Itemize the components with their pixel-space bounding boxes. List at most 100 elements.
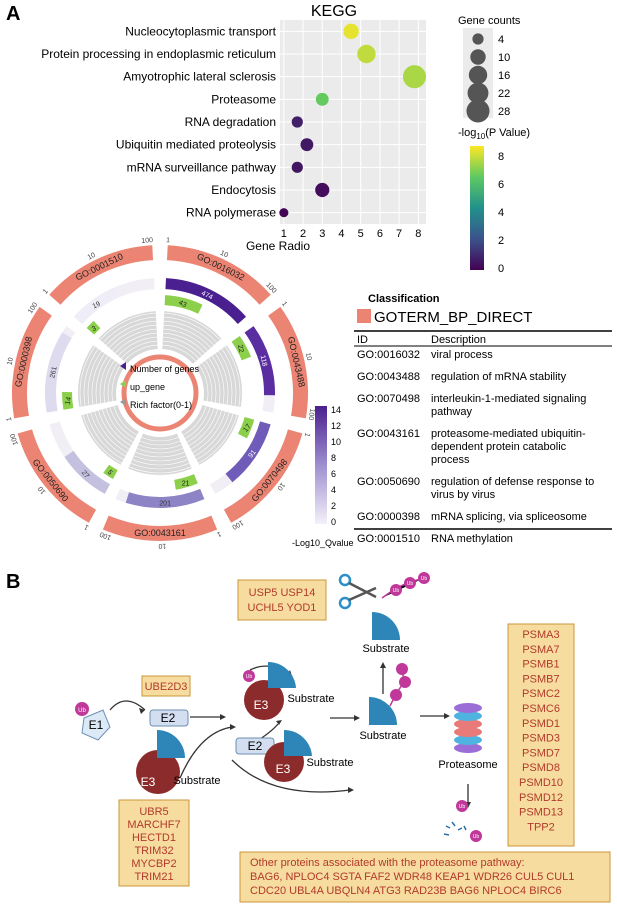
other-proteins-line-1: BAG6, NPLOC4 SGTA FAF2 WDR48 KEAP1 WDR26… — [250, 871, 574, 883]
circos-up-gene-value: 5 — [106, 469, 114, 476]
circos-go-sector — [11, 306, 52, 419]
svg-text:Ub: Ub — [78, 708, 86, 714]
circos-rich-factor-track — [81, 405, 139, 465]
arrow-bottom-sweep — [231, 759, 351, 793]
kegg-bubble — [300, 138, 314, 152]
go-row-id: GO:0043161 — [357, 428, 420, 440]
ub-icon — [470, 830, 482, 842]
circos-rich-factor-track — [181, 405, 239, 465]
go-row-description: interleukin-1-mediated signaling — [431, 393, 586, 405]
size-legend-label: 22 — [498, 88, 510, 100]
size-legend-dot — [470, 49, 486, 65]
proteasome-gene: PSMD7 — [522, 747, 560, 759]
circos-scale-label: 1 — [42, 288, 50, 296]
released-substrate-shape — [372, 612, 400, 640]
circos-genes-bar — [44, 332, 72, 413]
kegg-x-tick: 1 — [281, 228, 287, 240]
circos-scale-label: 10 — [219, 250, 229, 260]
table-header-id: ID — [357, 334, 368, 346]
go-row-id: GO:0043488 — [357, 371, 420, 383]
circos-genes-bar — [125, 488, 205, 508]
qvalue-tick: 12 — [331, 421, 341, 431]
circos-scale-label: 100 — [10, 433, 20, 446]
svg-text:-log10(P Value): -log10(P Value) — [458, 127, 530, 141]
ubiquitinated-substrate: Substrate — [359, 663, 411, 742]
substrate-shape — [268, 661, 296, 688]
proteasome-gene: PSMA3 — [522, 629, 559, 641]
circos-genes-value: 91 — [247, 449, 257, 460]
circos-genes-value: 201 — [159, 500, 171, 507]
proteasome-icon: Proteasome — [438, 703, 498, 771]
color-legend-title: -log — [458, 127, 476, 139]
qvalue-tick: 10 — [331, 437, 341, 447]
circos-inner-ring — [121, 354, 199, 432]
qvalue-tick: 2 — [331, 501, 336, 511]
e3-label: E3 — [141, 775, 156, 789]
proteasome-gene: PSMC6 — [522, 703, 560, 715]
kegg-x-tick: 4 — [338, 228, 344, 240]
dub-gene-box: USP5 USP14 UCHL5 YOD1 — [237, 579, 327, 621]
proteasome-gene: PSMD13 — [519, 807, 563, 819]
kegg-bubble — [315, 92, 329, 106]
e2-e3-substrate-complex: E2 E3 Substrate — [235, 729, 354, 782]
qvalue-tick: 4 — [331, 485, 336, 495]
substrate-shape — [157, 730, 185, 758]
category-swatch — [357, 309, 371, 323]
circos-scale-label: 10 — [87, 252, 97, 262]
circos-up-gene-bar — [237, 417, 255, 439]
kegg-pathway-label: Endocytosis — [211, 183, 276, 197]
other-proteins-box: Other proteins associated with the prote… — [239, 851, 611, 903]
size-legend-label: 10 — [498, 52, 510, 64]
go-row-description: proteasome-mediated ubiquitin- — [431, 428, 586, 440]
kegg-bubble-chart: KEGG Nucleocytoplasmic transportProtein … — [41, 3, 426, 253]
kegg-bubble — [343, 23, 359, 40]
circos-genes-bar — [64, 450, 111, 494]
svg-text:Ub: Ub — [473, 834, 480, 840]
arrow-e1-e2 — [109, 700, 146, 711]
size-legend-label: 28 — [498, 106, 510, 118]
kegg-pathway-label: mRNA surveillance pathway — [127, 160, 276, 174]
ub-icon — [418, 572, 430, 584]
e2-shape — [149, 709, 189, 727]
qvalue-colorbar — [315, 406, 327, 524]
color-legend-title2: (P Value) — [485, 127, 530, 139]
go-row-id: GO:0001510 — [357, 533, 420, 545]
size-legend-label: 16 — [498, 70, 510, 82]
circos-genes-value: 19 — [92, 301, 102, 311]
proteasome-gene: PSMD8 — [522, 762, 560, 774]
circos-scale-label: 1 — [216, 530, 222, 538]
circos-up-gene-value: 3 — [91, 325, 98, 333]
go-table: Classification GOTERM_BP_DIRECT ID Descr… — [354, 293, 612, 545]
ube2d3-gene: UBE2D3 — [145, 681, 188, 693]
proteasome-gene: PSMB1 — [522, 659, 559, 671]
circos-up-gene-value: 22 — [236, 344, 245, 353]
circos-genes-bar — [165, 278, 247, 324]
kegg-bubbles — [279, 23, 426, 218]
go-row-id: GO:0050690 — [357, 476, 420, 488]
qvalue-tick: 8 — [331, 453, 336, 463]
circos-genes-value: 118 — [258, 355, 267, 368]
circos-scale-label: 10 — [158, 542, 166, 549]
ub-icon — [396, 663, 408, 675]
circos-go-id: GO:0043161 — [134, 528, 186, 538]
scissors-icon — [338, 573, 377, 610]
kegg-x-axis-label: Gene Radio — [246, 239, 310, 253]
circos-scale-label: 100 — [141, 237, 153, 245]
circos-go-sector — [17, 429, 97, 523]
e2-label: E2 — [161, 711, 176, 725]
substrate-label: Substrate — [173, 775, 220, 787]
go-row-description: regulation of defense response to — [431, 476, 594, 488]
color-legend-tick: 8 — [498, 151, 504, 163]
dub-genes-line-1: USP5 USP14 — [249, 587, 316, 599]
go-row-description: virus by virus — [431, 489, 496, 501]
circos-up-gene-value: 21 — [182, 480, 190, 487]
kegg-x-tick: 8 — [415, 228, 421, 240]
go-row-description: dependent protein catabolic — [431, 441, 567, 453]
e3-gene: MYCBP2 — [131, 858, 176, 870]
released-substrate-label: Substrate — [362, 643, 409, 655]
circos-up-gene-bar — [231, 335, 252, 361]
ube2d3-box — [141, 675, 191, 697]
